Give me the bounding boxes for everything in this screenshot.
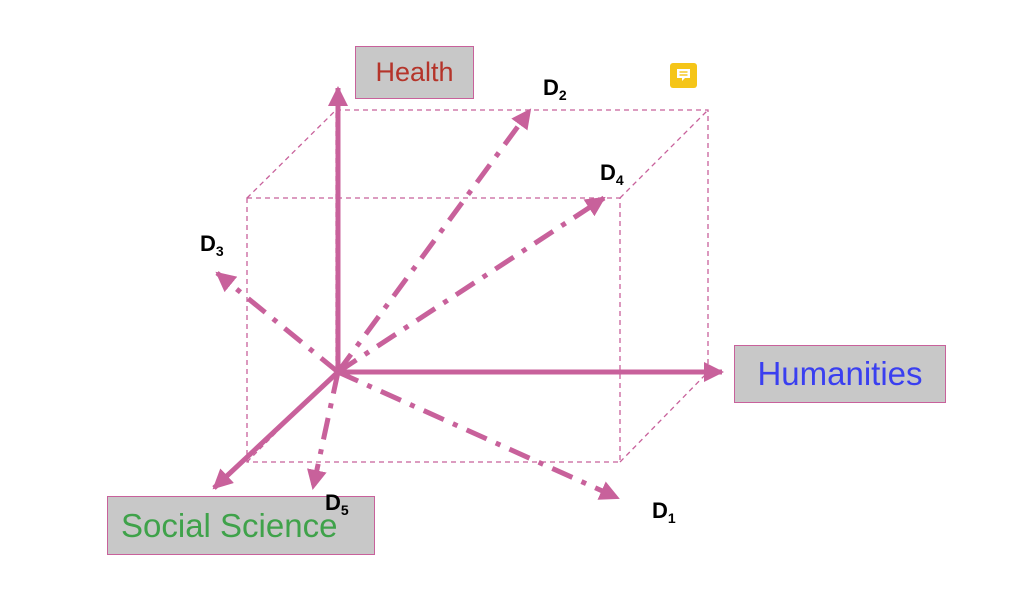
doc-label-d3: D3 — [200, 231, 224, 259]
cube-back-face — [335, 109, 709, 373]
axes — [212, 86, 724, 490]
cube-front-face — [246, 197, 621, 463]
axis-label-health: Health — [355, 46, 474, 99]
doc-label-d1: D1 — [652, 498, 676, 526]
vector-d2 — [335, 108, 533, 374]
cube-edge-bottom-right — [619, 371, 709, 463]
vector-d5 — [307, 371, 341, 490]
speech-bubble-glyph — [677, 69, 690, 81]
humanities-label-text: Humanities — [757, 355, 923, 392]
social-science-label-text: Social Science — [121, 506, 338, 544]
vector-d3 — [215, 271, 340, 374]
doc-label-d5: D5 — [325, 490, 349, 518]
document-vectors — [215, 108, 620, 501]
vector-d4 — [336, 195, 606, 375]
axis-label-social-science: Social Science — [107, 496, 375, 555]
doc-label-d4: D4 — [600, 160, 624, 188]
health-label-text: Health — [375, 57, 454, 87]
speech-bubble-icon[interactable] — [670, 63, 697, 88]
axis-social-science — [212, 370, 340, 490]
cube-edge-top-right — [619, 109, 709, 199]
vector-d1 — [336, 369, 620, 501]
doc-label-d2: D2 — [543, 75, 567, 103]
cube-wireframe — [246, 109, 709, 463]
axis-label-humanities: Humanities — [734, 345, 946, 403]
cube-edge-top-left — [246, 109, 337, 199]
